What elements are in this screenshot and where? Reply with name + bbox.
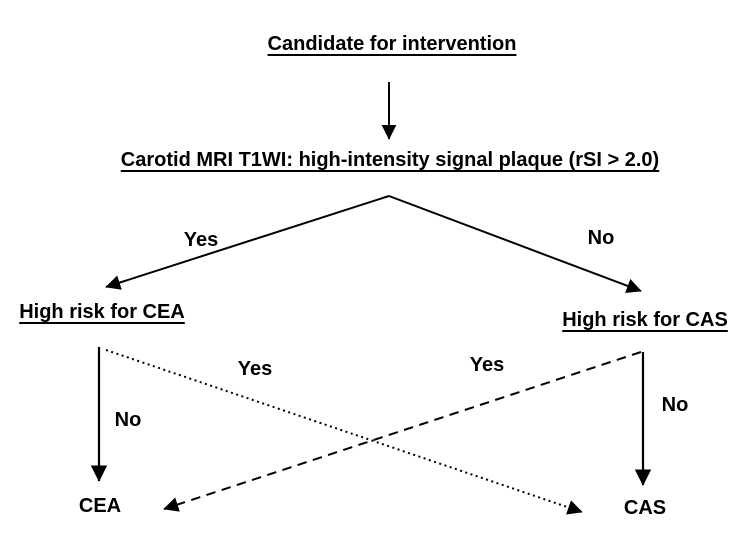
arrow-dashed-high-risk-cas-yes-to-cea [163, 351, 642, 512]
edge-label-cas-yes-cross: Yes [469, 354, 505, 376]
node-cea: CEA [78, 495, 122, 517]
edge-label-mri-no: No [587, 227, 615, 249]
edge-label-cea-yes-cross: Yes [237, 358, 273, 380]
arrow-mri-yes-to-high-risk-cea [105, 195, 390, 290]
edge-label-cas-no: No [661, 394, 689, 416]
node-cas: CAS [623, 497, 667, 519]
edge-label-mri-yes: Yes [183, 229, 219, 251]
node-carotid-mri-t1wi: Carotid MRI T1WI: high-intensity signal … [120, 149, 660, 171]
node-high-risk-for-cas: High risk for CAS [562, 309, 728, 331]
node-high-risk-for-cea: High risk for CEA [19, 301, 185, 323]
node-candidate-for-intervention: Candidate for intervention [267, 33, 517, 55]
arrow-dotted-high-risk-cea-yes-to-cas [105, 349, 583, 515]
arrow-mri-no-to-high-risk-cas [388, 195, 642, 293]
edge-label-cea-no: No [114, 409, 142, 431]
